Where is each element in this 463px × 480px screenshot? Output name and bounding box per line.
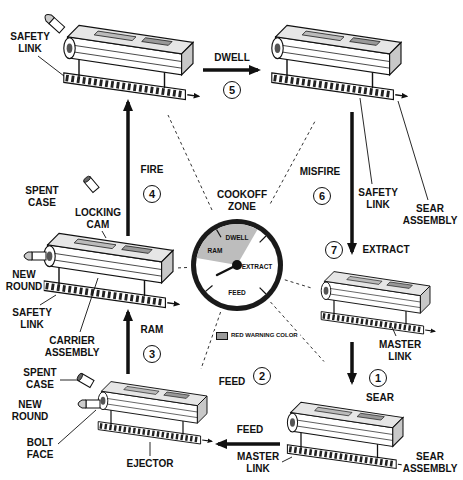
- legend-text: RED WARNING COLOR: [231, 332, 298, 339]
- leader-line: [360, 98, 372, 184]
- dial-sector-label: EXTRACT: [242, 263, 273, 270]
- station-feed: [76, 373, 94, 388]
- leader-line: [80, 278, 98, 332]
- station-feed: [98, 382, 212, 444]
- part-label: SPENT CASE: [22, 367, 57, 390]
- leader-line: [102, 231, 106, 238]
- station-ram: [24, 175, 179, 307]
- station-extract: [321, 272, 435, 334]
- part-label: LOCKING CAM: [74, 207, 122, 230]
- part-label: EJECTOR: [125, 458, 174, 470]
- station-feed: [78, 400, 100, 408]
- part-label: FIRE: [140, 164, 165, 176]
- station-dwell: [272, 25, 407, 99]
- dial-face: [196, 224, 278, 306]
- station-sear: [287, 402, 408, 468]
- part-label: SEAR ASSEMBLY: [402, 203, 459, 226]
- cookoff-sector: [197, 224, 258, 265]
- dial-sector-label: RAM: [208, 247, 223, 254]
- part-label: DWELL: [213, 52, 251, 64]
- part-label: SAFETY LINK: [357, 187, 398, 210]
- callout-number: 6: [313, 187, 331, 205]
- dial-hub: [232, 260, 242, 270]
- station-sear: [287, 402, 408, 468]
- leader-line: [38, 56, 428, 462]
- dial-heading: COOKOFF ZONE: [216, 189, 268, 212]
- dial-tick: [217, 229, 222, 237]
- dial-dashed-line: [270, 120, 315, 204]
- leader-line: [282, 457, 292, 462]
- station-ram: [44, 233, 179, 307]
- station-fire: [43, 12, 199, 99]
- dial-tick: [260, 288, 266, 294]
- leader-line: [398, 101, 428, 200]
- callout-number: 3: [143, 345, 161, 363]
- part-label: MASTER LINK: [236, 451, 280, 474]
- dial-dashed-line: [168, 115, 212, 210]
- callout-number: 7: [325, 241, 343, 259]
- callout-number: 1: [369, 369, 387, 387]
- cycle-arrow: [203, 68, 258, 72]
- dial-tick: [260, 236, 266, 242]
- cycle-arrow: [128, 70, 352, 444]
- part-label: MISFIRE: [299, 166, 342, 178]
- part-label: SAFETY LINK: [9, 31, 50, 54]
- station-extract: [321, 272, 435, 334]
- part-label: NEW ROUND: [11, 399, 50, 422]
- step-number: 4: [149, 189, 155, 200]
- part-label: FEED: [236, 424, 265, 436]
- dial-sector-label: DWELL: [225, 234, 248, 241]
- cycle-arrow: [350, 342, 354, 382]
- leader-line: [150, 442, 151, 456]
- cycle-dial: COOKOFF ZONERAMDWELLEXTRACTFEED: [191, 219, 283, 311]
- leader-line: [60, 380, 78, 381]
- part-label: CARRIER ASSEMBLY: [44, 335, 101, 358]
- callout-number: 2: [253, 367, 271, 385]
- part-label: MASTER LINK: [378, 339, 422, 362]
- cycle-arrow: [126, 312, 130, 374]
- dial-dashed-line: [168, 115, 324, 369]
- callout-number: 4: [143, 185, 161, 203]
- step-number: 7: [331, 245, 337, 256]
- step-number: 1: [375, 373, 381, 384]
- station-dwell: [272, 25, 407, 99]
- station-fire: [64, 25, 199, 99]
- legend-swatch: [216, 332, 228, 340]
- leader-line: [58, 410, 96, 444]
- leader-line: [392, 327, 396, 336]
- station-ram: [83, 175, 99, 192]
- dial-tick: [206, 286, 213, 292]
- dial-dashed-line: [176, 267, 187, 269]
- step-number: 3: [149, 349, 155, 360]
- part-label: SEAR: [365, 392, 395, 404]
- cycle-arrow: [218, 442, 280, 446]
- legend: RED WARNING COLOR: [214, 331, 300, 341]
- station-feed: [76, 373, 212, 444]
- step-number: 2: [259, 371, 265, 382]
- part-label: BOLT FACE: [26, 437, 55, 460]
- cycle-arrow: [350, 112, 354, 252]
- part-label: NEW ROUND: [5, 269, 44, 292]
- part-label: SPENT CASE: [24, 185, 59, 208]
- dial-dashed-line: [285, 280, 314, 289]
- leader-line: [38, 56, 64, 76]
- step-number: 6: [319, 191, 325, 202]
- station-ram: [24, 252, 46, 260]
- step-number: 5: [229, 85, 235, 96]
- part-label: EXTRACT: [361, 244, 410, 256]
- cycle-arrow: [126, 102, 130, 236]
- leader-line: [40, 295, 56, 305]
- part-label: FEED: [218, 376, 247, 388]
- part-label: SEAR ASSEMBLY: [402, 451, 459, 474]
- part-label: RAM: [140, 324, 165, 336]
- part-label: SAFETY LINK: [11, 307, 52, 330]
- dial-sector-label: FEED: [228, 289, 245, 296]
- dial-ring: [191, 219, 283, 311]
- legend-row: RED WARNING COLOR: [216, 332, 298, 340]
- callout-number: 5: [223, 81, 241, 99]
